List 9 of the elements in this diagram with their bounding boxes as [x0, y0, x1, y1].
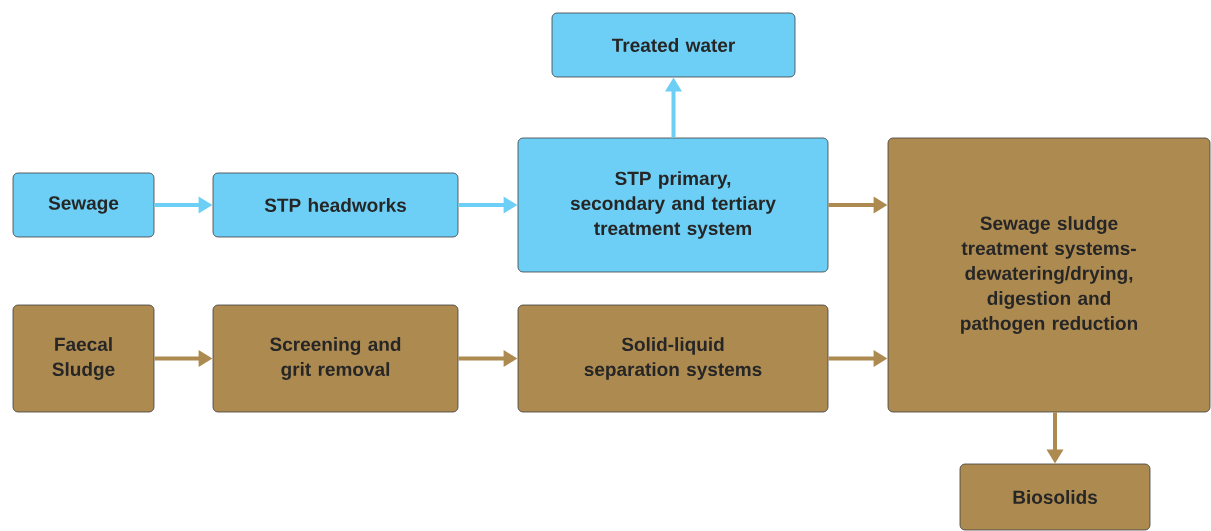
- process-box: Solid-liquid separation systems: [517, 304, 829, 413]
- process-box: Biosolids: [959, 463, 1151, 531]
- process-box: Screening and grit removal: [212, 304, 459, 413]
- process-box: Sewage sludge treatment systems- dewatering/drying, digestion and pathogen reduction: [887, 137, 1211, 413]
- process-box: Treated water: [551, 12, 796, 78]
- process-box: STP headworks: [212, 172, 459, 238]
- process-box: Faecal Sludge: [12, 304, 155, 413]
- process-box: STP primary, secondary and tertiary treatment system: [517, 137, 829, 273]
- process-box: Sewage: [12, 172, 155, 238]
